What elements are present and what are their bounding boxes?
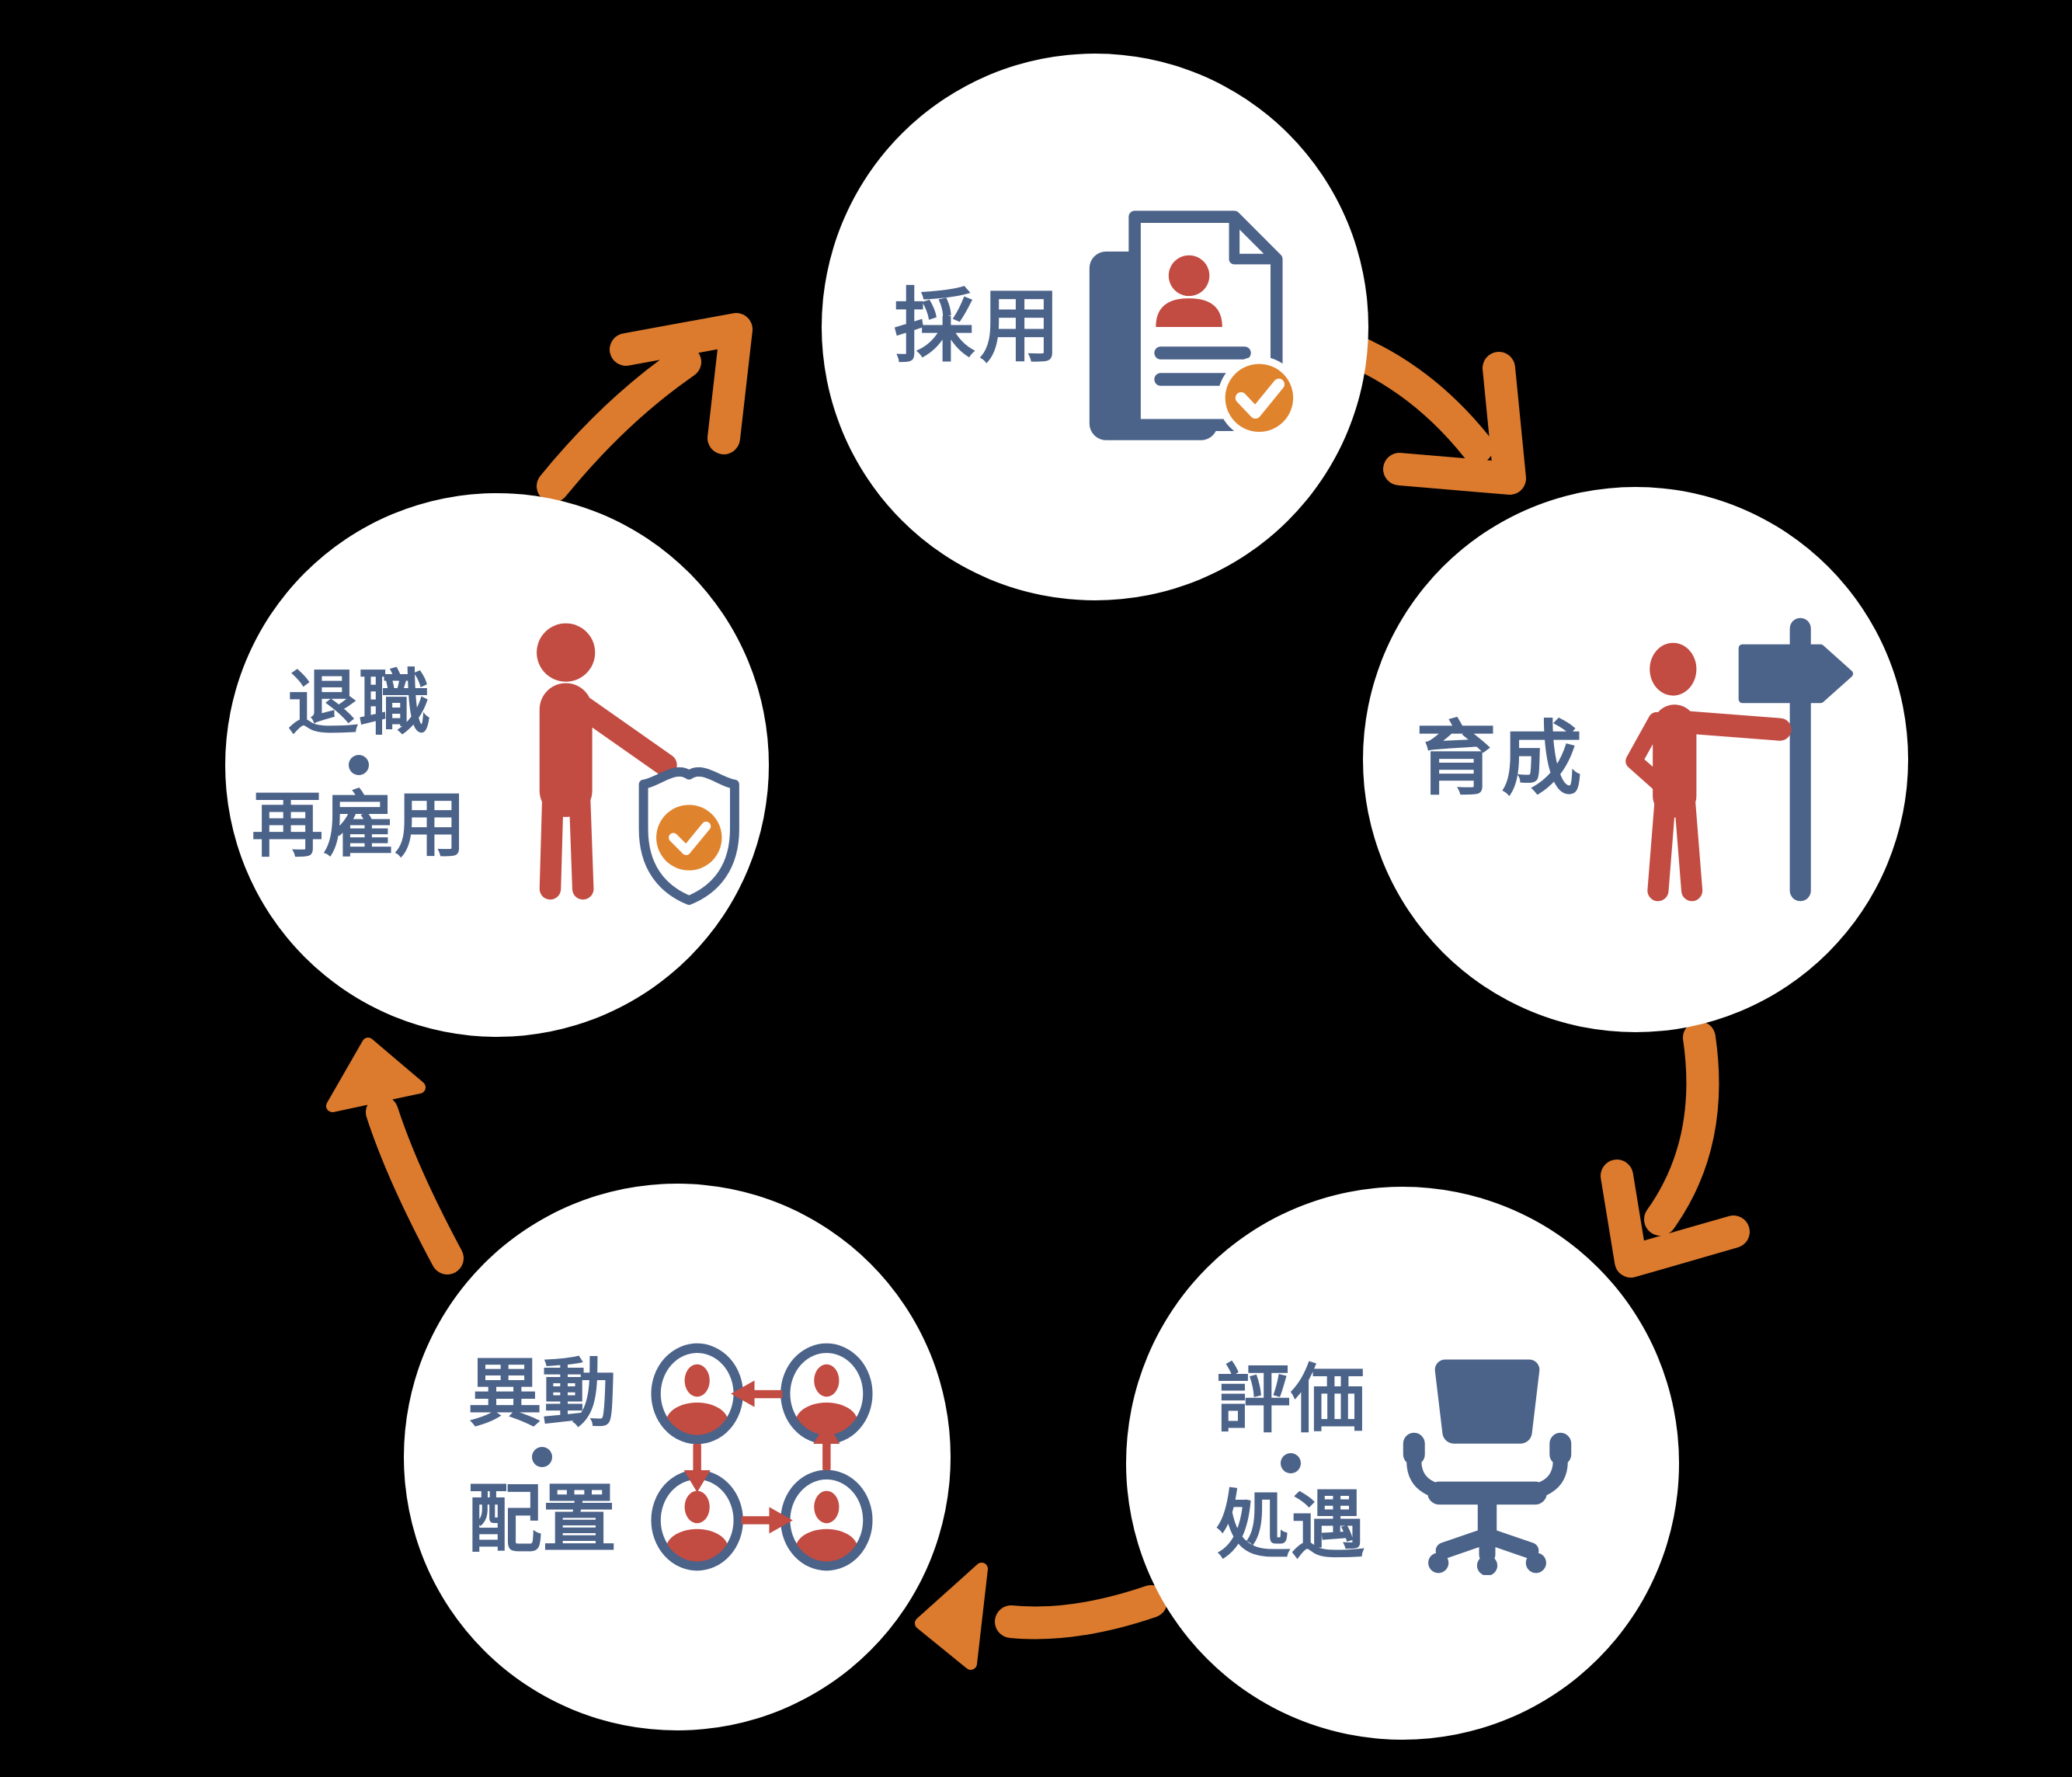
person-signpost-icon	[1625, 617, 1854, 902]
step-circle-recruitment: 採用	[822, 54, 1368, 600]
person-shield-icon	[537, 623, 739, 906]
resume-document-icon	[1089, 210, 1296, 440]
rotation-arrows	[683, 1380, 840, 1534]
step-label-transfer-placement: 異動 配置	[468, 1352, 617, 1561]
flow-arrow-retirement-to-recruitment	[537, 313, 753, 502]
flow-arrow-evaluation-to-transfer	[915, 1563, 1167, 1670]
office-chair-icon	[1403, 1359, 1572, 1575]
step-label-development: 育成	[1415, 714, 1587, 805]
step-label-evaluation-treatment: 評価 処遇	[1216, 1358, 1365, 1567]
person-avatar	[651, 1343, 873, 1571]
people-rotation-icon	[651, 1343, 873, 1571]
step-circle-transfer-placement: 異動 配置	[404, 1184, 951, 1730]
step-label-retirement-reemployment: 退職 再雇用	[251, 663, 466, 865]
label-separator-dot	[532, 1447, 552, 1467]
step-circle-development: 育成	[1363, 487, 1908, 1032]
step-circle-evaluation-treatment: 評価 処遇	[1126, 1187, 1679, 1740]
label-separator-dot	[1281, 1453, 1301, 1473]
flow-arrow-transfer-to-retirement	[326, 1038, 464, 1275]
step-circle-retirement-reemployment: 退職 再雇用	[225, 493, 769, 1037]
step-label-recruitment: 採用	[893, 281, 1065, 372]
flow-arrow-development-to-evaluation	[1601, 1021, 1750, 1278]
label-separator-dot	[348, 755, 369, 775]
